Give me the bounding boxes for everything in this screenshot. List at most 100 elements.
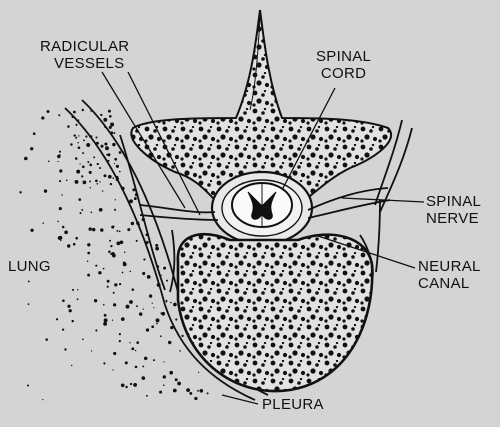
lung-dot: [118, 151, 122, 154]
lung-dot: [78, 198, 82, 201]
lung-dot: [116, 229, 119, 232]
lung-dot: [89, 163, 93, 167]
lung-dot: [107, 109, 111, 113]
lung-dot: [61, 194, 63, 196]
lung-dot: [67, 125, 70, 128]
lung-dot: [64, 230, 68, 235]
lung-dot: [59, 150, 62, 153]
lung-dot: [76, 169, 81, 174]
lung-dot: [118, 282, 122, 286]
lung-dot: [155, 246, 159, 251]
lung-dot: [88, 227, 92, 231]
lung-dot: [57, 236, 62, 240]
lung-dot: [86, 143, 91, 147]
lung-dot: [71, 288, 75, 291]
lung-dot: [172, 388, 177, 393]
lung-dot: [186, 388, 191, 392]
lung-dot: [159, 335, 162, 338]
lung-dot: [61, 225, 65, 229]
lung-dot: [181, 334, 184, 338]
lung-dot: [71, 319, 74, 323]
lung-dot: [74, 179, 79, 184]
lung-dot: [99, 181, 101, 183]
lung-dot: [134, 349, 137, 352]
lung-dot: [113, 162, 116, 165]
lung-dot: [104, 142, 108, 146]
lung-dot: [57, 160, 59, 163]
lung-dot: [75, 136, 78, 139]
lung-dot: [46, 110, 50, 113]
lung-dot: [145, 394, 148, 397]
lung-dot: [133, 197, 137, 201]
lung-dot: [132, 188, 136, 192]
lung-dot: [112, 303, 117, 307]
lung-dot: [155, 318, 160, 323]
lung-dot: [173, 302, 177, 307]
lung-dot: [86, 260, 89, 262]
lung-dot: [135, 239, 138, 242]
lung-dot: [79, 163, 81, 165]
lung-dot: [78, 135, 80, 137]
spinal-cord-line-2: CORD: [320, 65, 367, 82]
lung-dot: [87, 161, 90, 163]
lung-dot: [45, 338, 48, 341]
lung-dot: [95, 329, 98, 332]
lung-dot: [163, 266, 167, 270]
lung-dot: [138, 312, 143, 316]
lung-dot: [100, 113, 103, 117]
lung-dot: [179, 350, 181, 352]
lung-dot: [103, 174, 107, 178]
lung-dot: [170, 301, 172, 304]
lung-dot: [62, 299, 65, 303]
pleura-label: PLEURA: [262, 396, 324, 413]
lung-dot: [98, 271, 102, 275]
lung-dot: [59, 180, 62, 183]
lung-dot: [136, 341, 140, 344]
lung-dot: [93, 156, 96, 159]
lung-dot: [148, 294, 153, 298]
lung-dot: [143, 258, 146, 261]
lung-label: LUNG: [8, 258, 51, 275]
lung-dot: [161, 311, 166, 316]
lung-dot: [99, 166, 102, 170]
radicular-vessels-line-1: RADICULAR: [40, 38, 130, 55]
lung-dot: [100, 228, 104, 232]
lung-dot: [91, 227, 96, 232]
lung-dot: [123, 251, 126, 253]
lung-dot: [106, 285, 109, 288]
lung-dot: [67, 304, 71, 308]
lung-dot: [81, 208, 84, 211]
lung-dot: [113, 351, 117, 356]
lung-dot: [121, 271, 124, 274]
lung-dot: [106, 153, 108, 156]
lung-dot: [102, 190, 104, 192]
lung-dot: [47, 160, 50, 163]
lung-dot: [129, 300, 131, 303]
lung-dot: [58, 114, 61, 117]
lung-dot: [27, 303, 30, 305]
lung-dot: [96, 182, 99, 185]
lung-dot: [88, 170, 92, 174]
spinal-nerve-label: SPINAL NERVE: [426, 193, 481, 227]
lung-dot: [118, 339, 121, 343]
spinal-nerve-line-2: NERVE: [426, 210, 479, 227]
lung-dot: [167, 340, 172, 345]
lung-dot: [114, 199, 116, 201]
lung-dot: [82, 338, 84, 341]
lung-dot: [145, 328, 150, 332]
lung-dot: [30, 228, 34, 232]
lung-dot: [116, 241, 121, 246]
lung-dot: [58, 154, 61, 157]
lung-dot: [146, 275, 151, 279]
lung-dot: [194, 396, 198, 401]
lung-dot: [66, 244, 71, 248]
lung-dot: [131, 347, 135, 351]
lung-dot: [109, 253, 112, 255]
lung-dot: [146, 242, 148, 245]
spinal-cord-line-1: SPINAL: [316, 48, 372, 65]
nerve-roots: [139, 187, 391, 293]
lung-dot: [105, 146, 109, 151]
lung-dot: [170, 325, 174, 330]
lung-dot: [81, 165, 85, 169]
lung-dot: [142, 271, 146, 276]
